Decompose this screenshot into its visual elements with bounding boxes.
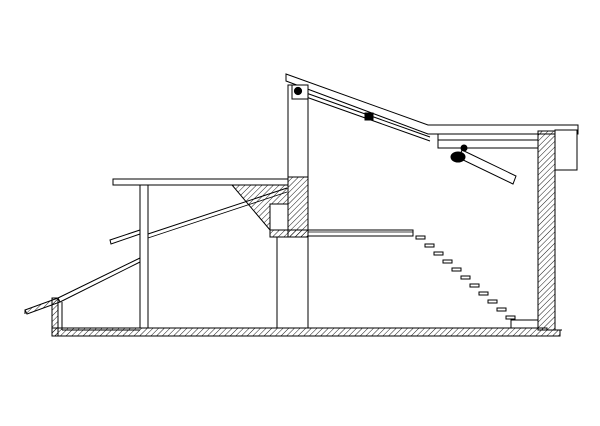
light-fixture bbox=[450, 144, 517, 185]
central-columns bbox=[276, 84, 309, 328]
stair-tread bbox=[469, 283, 480, 288]
ground-slab bbox=[51, 327, 562, 337]
ridge-marker bbox=[364, 112, 374, 121]
left-wall bbox=[24, 297, 61, 337]
stair-tread bbox=[478, 291, 489, 296]
stair-landing bbox=[510, 319, 538, 328]
main-sloping-roof bbox=[285, 73, 579, 142]
right-eave bbox=[437, 129, 578, 171]
middle-flat-roof bbox=[112, 178, 289, 237]
stair-tread bbox=[505, 315, 516, 320]
stair-tread bbox=[496, 307, 507, 312]
stair-tread bbox=[433, 251, 444, 256]
stair-tread bbox=[460, 275, 471, 280]
inner-walls bbox=[61, 184, 277, 331]
right-wall bbox=[537, 130, 556, 331]
stair-tread bbox=[487, 299, 498, 304]
mezzanine-floor bbox=[269, 229, 414, 238]
stair-tread bbox=[415, 235, 426, 240]
stair-tread bbox=[442, 259, 453, 264]
stair-tread bbox=[424, 243, 435, 248]
stair-tread bbox=[451, 267, 462, 272]
staircase bbox=[415, 235, 516, 320]
fixture-lamp-icon bbox=[450, 151, 466, 163]
roof-node-marker bbox=[293, 86, 303, 96]
